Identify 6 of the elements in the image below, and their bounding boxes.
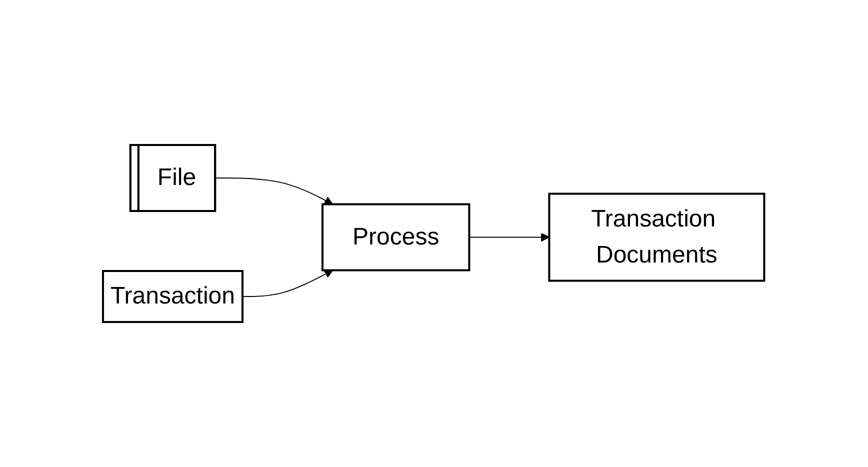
arrow [242,270,334,297]
node-box: Transaction Documents [548,192,766,282]
arrow [214,178,334,205]
node-box: Transaction [102,270,244,323]
node-box: Process [322,203,471,272]
arrow [469,232,550,242]
